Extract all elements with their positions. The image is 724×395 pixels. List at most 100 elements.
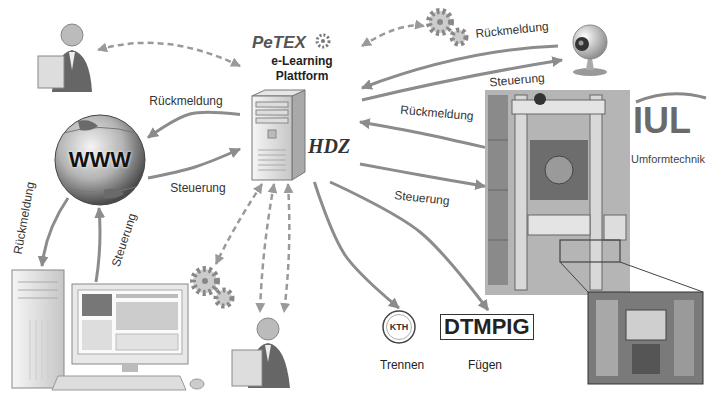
dashed-arrow [284, 184, 289, 312]
gear [452, 30, 466, 44]
lab-name: Umformtechnik [631, 152, 705, 166]
platform-logo: PeTEX [252, 33, 306, 53]
shelf [488, 95, 508, 285]
gear-teeth [317, 35, 329, 47]
connector-label: Steuerung [392, 188, 453, 208]
dashed-arrow [260, 184, 274, 312]
machine-photo [485, 90, 630, 295]
screen-content [82, 294, 112, 316]
lab-joining: DTMPIG Fügen [438, 310, 538, 378]
drive-bay [256, 110, 288, 115]
dashed-arrow [98, 43, 240, 66]
detail-part [596, 300, 618, 376]
connectors [148, 112, 488, 310]
globe [55, 115, 145, 205]
lower-plate [528, 215, 590, 235]
lab-name: Trennen [380, 358, 424, 373]
dashed-arrow [362, 25, 424, 46]
server-tower [252, 90, 305, 180]
gears [193, 269, 232, 306]
gears [429, 11, 466, 44]
logo-swoosh [636, 94, 706, 102]
zoom-frame [560, 240, 620, 262]
detail-part [632, 344, 660, 374]
continent [78, 120, 98, 130]
platform-name: e-Learning Plattform [256, 54, 348, 84]
detail-photo [588, 292, 703, 384]
flow-connector [360, 122, 485, 147]
tower-top [252, 90, 305, 96]
connector-label: Rückmeldung [398, 103, 476, 124]
screen-content [116, 334, 178, 350]
webcam-body [573, 25, 607, 59]
logo-gear [317, 35, 329, 47]
seal-text: KTH [378, 322, 420, 333]
user-monitor [232, 350, 262, 386]
user-monitor [38, 56, 64, 88]
drive-bay [256, 102, 288, 107]
arrow-label: Steuerung [487, 70, 547, 89]
webcam [573, 25, 607, 76]
globe-grid [64, 187, 136, 193]
gear [429, 11, 451, 33]
user-icon [232, 318, 290, 388]
webcam-lens [579, 41, 584, 46]
keyboard [52, 376, 186, 390]
institute-logo: DTMPIG [440, 314, 534, 340]
gear-hub [321, 39, 325, 43]
computer-tower [12, 270, 64, 388]
flow-connector [148, 112, 240, 137]
user-icon [38, 24, 92, 92]
flow-connector [360, 164, 485, 186]
control-arrow [362, 60, 562, 100]
machine-camera [534, 93, 546, 105]
user-head [257, 318, 279, 340]
continent [104, 189, 124, 199]
detail-part [626, 310, 666, 340]
gear-hub [202, 278, 208, 284]
drive-bays [18, 282, 58, 298]
arrow-label: Steuerung [108, 210, 140, 271]
flow-connector [314, 182, 398, 308]
gear-hub [437, 19, 443, 25]
lab-forming: IUL Umformtechnik [485, 90, 713, 295]
webcam-stand [586, 58, 594, 70]
tower-vents [258, 150, 286, 170]
computer [12, 270, 204, 390]
screen-content [116, 294, 178, 298]
institute-logo: IUL [633, 102, 691, 140]
dashed-arrow [216, 184, 262, 264]
connector-label: Rückmeldung [147, 94, 224, 108]
lab-name: Fügen [468, 358, 502, 373]
globe-label: WWW [55, 147, 145, 173]
globe-sphere [55, 115, 145, 205]
tower-vents [30, 320, 48, 380]
power-button [268, 130, 276, 138]
monitor [72, 284, 188, 364]
flow-connector [330, 182, 488, 310]
control-box [604, 215, 626, 240]
mouse [190, 379, 204, 389]
screen-content [116, 302, 178, 330]
gear [216, 290, 232, 306]
photo-ground [485, 90, 630, 295]
monitor-stand [122, 364, 138, 372]
center-name: HDZ [308, 135, 350, 158]
press-plate [530, 140, 588, 200]
zoom-lines [560, 262, 703, 292]
webcam-lens [575, 37, 589, 51]
gear [193, 269, 217, 293]
screen-content [82, 320, 112, 350]
lab-cutting: KTH Trennen [378, 308, 436, 378]
internet-globe: WWW [55, 115, 148, 205]
connector-label: Steuerung [168, 181, 227, 195]
shelf-lines [488, 140, 508, 240]
detail-part [674, 300, 694, 376]
detail-ground [588, 292, 703, 384]
arrow-label: Rückmeldung [473, 19, 551, 41]
user-collar [265, 345, 271, 362]
drive-bay [256, 118, 288, 123]
